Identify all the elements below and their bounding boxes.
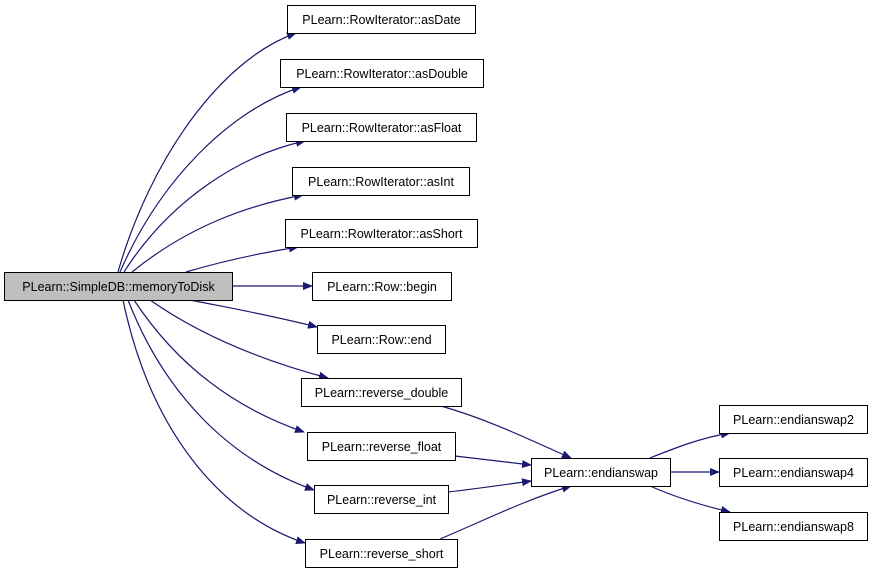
node-label: PLearn::RowIterator::asFloat [302,121,462,135]
edge-root-to-asDouble [119,85,302,273]
node-box [287,5,476,34]
edge-rfloat-to-eswap [454,455,532,468]
node-label: PLearn::RowIterator::asInt [308,175,454,189]
node-box [312,272,452,301]
node-box [292,167,470,196]
node-label: PLearn::RowIterator::asShort [301,227,463,241]
node-asDate[interactable]: PLearn::RowIterator::asDate [287,5,476,34]
node-rshort[interactable]: PLearn::reverse_short [305,539,458,568]
edge-eswap-to-eswap8 [649,485,731,514]
node-box [280,59,484,88]
node-box [305,539,458,568]
node-label: PLearn::Row::begin [327,280,437,294]
node-eswap2[interactable]: PLearn::endianswap2 [719,405,868,434]
node-box [285,219,478,248]
node-asDouble[interactable]: PLearn::RowIterator::asDouble [280,59,484,88]
node-label: PLearn::RowIterator::asDate [302,13,460,27]
node-rint[interactable]: PLearn::reverse_int [314,485,449,514]
edge-rshort-to-eswap [439,484,572,540]
edge-rdouble-to-eswap [440,405,572,459]
node-label: PLearn::endianswap2 [733,413,854,427]
node-begin[interactable]: PLearn::Row::begin [312,272,452,301]
node-box [4,272,233,301]
edge-root-to-asDate [117,32,297,273]
node-box [719,512,868,541]
node-asInt[interactable]: PLearn::RowIterator::asInt [292,167,470,196]
node-rfloat[interactable]: PLearn::reverse_float [307,432,456,461]
node-box [719,405,868,434]
node-box [301,378,462,407]
node-box [314,485,449,514]
node-end[interactable]: PLearn::Row::end [317,325,446,354]
edge-eswap-to-eswap2 [649,430,731,459]
node-asShort[interactable]: PLearn::RowIterator::asShort [285,219,478,248]
edge-root-to-end [189,299,318,329]
node-box [307,432,456,461]
node-rdouble[interactable]: PLearn::reverse_double [301,378,462,407]
node-label: PLearn::endianswap8 [733,520,854,534]
node-asFloat[interactable]: PLearn::RowIterator::asFloat [286,113,477,142]
node-label: PLearn::RowIterator::asDouble [296,67,468,81]
edge-root-to-rshort [122,299,306,544]
node-label: PLearn::endianswap [544,466,658,480]
node-label: PLearn::reverse_double [315,386,448,400]
node-label: PLearn::reverse_int [327,493,437,507]
edge-rint-to-eswap [447,478,532,493]
node-box [531,458,671,487]
edge-root-to-asShort [185,244,299,273]
node-root[interactable]: PLearn::SimpleDB::memoryToDisk [4,272,233,301]
node-box [286,113,477,142]
node-eswap4[interactable]: PLearn::endianswap4 [719,458,868,487]
node-eswap[interactable]: PLearn::endianswap [531,458,671,487]
node-label: PLearn::reverse_float [322,440,442,454]
edge-root-to-asFloat [123,138,306,273]
node-box [719,458,868,487]
edge-root-to-rdouble [149,299,329,380]
edge-root-to-rint [127,299,315,491]
node-box [317,325,446,354]
edge-root-to-rfloat [133,299,305,433]
node-label: PLearn::reverse_short [320,547,444,561]
node-label: PLearn::Row::end [331,333,431,347]
edges-layer [117,32,731,544]
node-eswap8[interactable]: PLearn::endianswap8 [719,512,868,541]
node-label: PLearn::SimpleDB::memoryToDisk [22,280,215,294]
nodes-layer: PLearn::SimpleDB::memoryToDiskPLearn::Ro… [4,5,868,568]
edge-root-to-asInt [131,192,304,273]
node-label: PLearn::endianswap4 [733,466,854,480]
